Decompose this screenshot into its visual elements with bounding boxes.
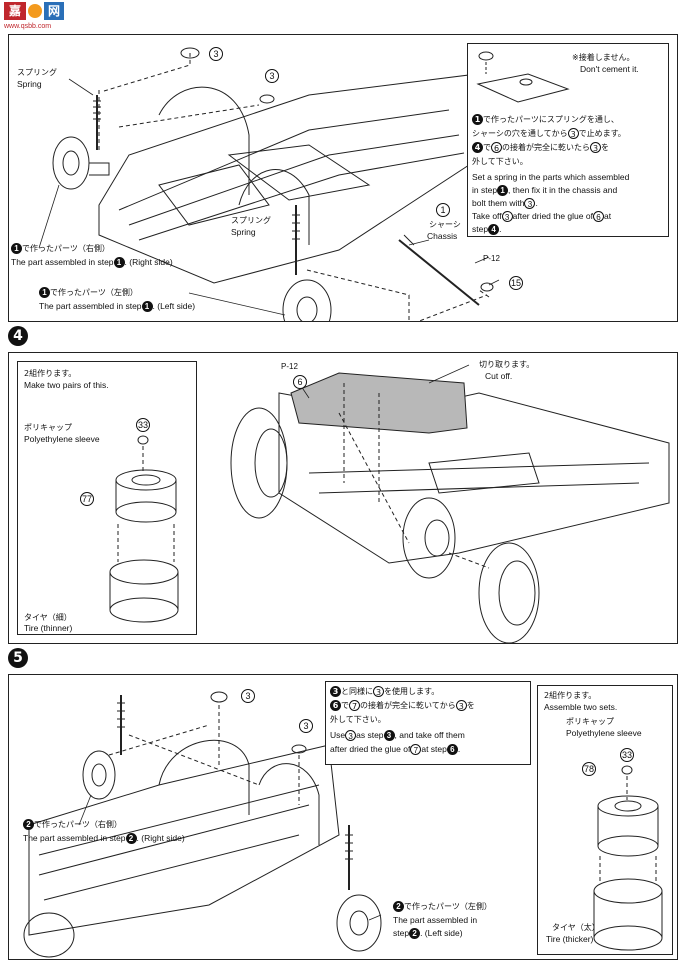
spring2-label-en: Spring [231,227,256,237]
cut-off-en: Cut off. [485,371,513,381]
screw-15 [480,282,494,292]
rear-arch [158,86,250,195]
part-78-label: 78 [582,762,596,776]
step4-side-box: 2組作ります。 Make two pairs of this. ポリキャップ P… [17,361,197,635]
part-77-label: 77 [80,492,94,506]
two-sets-en: Assemble two sets. [544,702,618,712]
step3-panel: 3 3 スプリング Spring スプリング Spring 1 シャーシ Cha… [8,34,678,322]
spring-label-en: Spring [17,79,42,89]
part-3-label-5b: 3 [299,719,313,733]
screw-3-top [180,47,200,59]
rear-arch-5 [158,739,250,815]
part-6-label: 6 [293,375,307,389]
no-cement-jp: ※接着しません。 [572,53,635,62]
hub-right-5 [82,750,116,800]
hub-left-5 [336,894,382,952]
part-3-label-b: 3 [265,69,279,83]
no-cement-en: Don't cement it. [580,64,639,74]
screw-3-mid [259,94,275,104]
note-illustration [476,51,570,103]
part-3-label-5a: 3 [241,689,255,703]
logo-mark-2 [28,4,42,18]
wheel-front-right [478,542,540,643]
chassis-part-num: 1 [436,203,450,217]
front-arch-5 [258,763,320,845]
two-pairs-jp: 2組作ります。 [24,369,77,378]
hub-left-assembly [282,279,332,321]
two-pairs-en: Make two pairs of this. [24,380,109,390]
shaft [398,239,480,306]
note-en-line1: Set a spring in the parts which assemble… [472,172,630,182]
step5-tire-illustration [593,765,663,951]
tire-thin-en: Tire (thinner) [24,623,73,633]
step-5-number: 5 [8,648,28,668]
chassis-label-en: Chassis [427,231,458,241]
logo-url: www.qsbb.com [4,23,52,30]
cap5-jp: ポリキャップ [566,717,614,726]
p12-label-4: P-12 [281,362,298,371]
note5-jp-line3: 外して下さい。 [330,715,386,724]
logo-mark-3: 网 [44,2,64,20]
front-arch [238,169,310,245]
left-part-label-5-en1: The part assembled in [393,915,478,925]
tire-thick-jp: タイヤ（太） [552,923,600,932]
part-33-label: 33 [136,418,150,432]
logo-mark-1: 嘉 [4,2,26,20]
cap-en: Polyethylene sleeve [24,434,100,444]
note-jp-line4: 外して下さい。 [472,157,528,166]
front-hub [402,497,456,579]
spring-label-jp: スプリング [17,68,57,77]
cap-jp: ポリキャップ [24,423,72,432]
tire-thick-en: Tire (thicker) [546,934,594,944]
step5-illustration [23,691,382,958]
step4-panel: 2組作ります。 Make two pairs of this. ポリキャップ P… [8,352,678,644]
step-4-number: 4 [8,326,28,346]
part-15-label: 15 [509,276,523,290]
p12-label: P-12 [483,254,500,263]
step5-side-box: 2組作ります。 Assemble two sets. ポリキャップ Polyet… [537,685,673,955]
step3-illustration [38,47,500,321]
step4-tire-illustration [109,435,179,623]
part-33-label-5: 33 [620,748,634,762]
chassis-label-jp: シャーシ [429,220,461,229]
part-3-label-a: 3 [209,47,223,61]
two-sets-jp: 2組作ります。 [544,691,597,700]
cut-off-jp: 切り取ります。 [479,360,535,369]
site-watermark-logo: 嘉 网 www.qsbb.com [4,2,68,32]
tire-thin-jp: タイヤ（細） [24,613,72,622]
hub-right-assembly [52,136,90,190]
spring2-label-jp: スプリング [231,216,271,225]
step4-main-illustration [230,364,670,643]
cap5-en: Polyethylene sleeve [566,728,642,738]
